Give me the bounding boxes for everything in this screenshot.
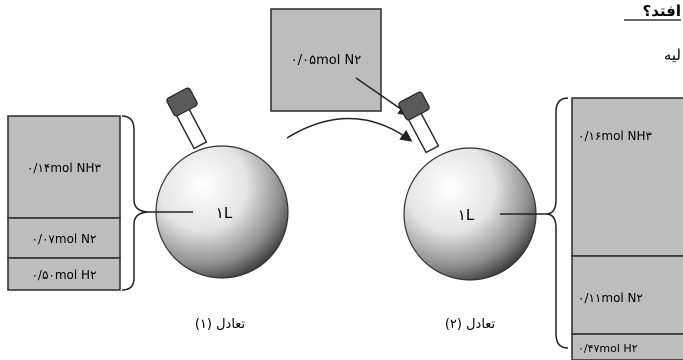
line2-fragment: لیه [664,46,681,64]
eq2-h2-box [571,333,683,360]
eq1-nh3-box [7,115,121,219]
equilibrium-1-caption: تعادل (۱) [195,317,246,332]
flask-1-volume: ۱L [216,204,233,222]
equilibrium-1-box-stack: ۰/۱۴mol NH۳ ۰/۰۷mol N۲ ۰/۵۰mol H۲ [7,115,121,291]
eq1-h2-text: ۰/۵۰mol H۲ [31,268,96,282]
eq1-h2-box [7,257,121,291]
eq1-n2-text: ۰/۰۷mol N۲ [32,232,97,246]
eq2-n2-box [571,255,683,335]
question-fragment: افتد؟ [643,2,681,20]
flask-2-volume: ۱L [458,206,475,224]
added-arrow [355,77,411,116]
equilibrium-2-box-stack: ۰/۱۶mol NH۳ ۰/۱۱mol N۲ ۰/۴۷mol H۲ [571,97,683,360]
equilibrium-2-caption: تعادل (۲) [445,317,496,332]
eq1-nh3-text: ۰/۱۴mol NH۳ [27,161,102,175]
header-question: افتد؟ لیه [624,2,681,64]
eq1-n2-box [7,217,121,259]
eq2-n2-text: ۰/۱۱mol N۲ [578,291,643,305]
eq1-bracket [121,115,151,291]
added-nitrogen-box: ۰/۰۵mol N۲ [270,8,382,112]
eq2-nh3-text: ۰/۱۶mol NH۳ [578,129,653,143]
eq2-nh3-box [571,97,683,257]
transition-arrow [286,117,413,142]
eq2-h2-text: ۰/۴۷mol H۲ [578,342,638,355]
eq2-bracket [545,97,569,349]
added-nitrogen-text: ۰/۰۵mol N۲ [291,53,361,68]
flask-1: ۱L [150,87,289,279]
flask-2: ۱L [398,91,546,281]
